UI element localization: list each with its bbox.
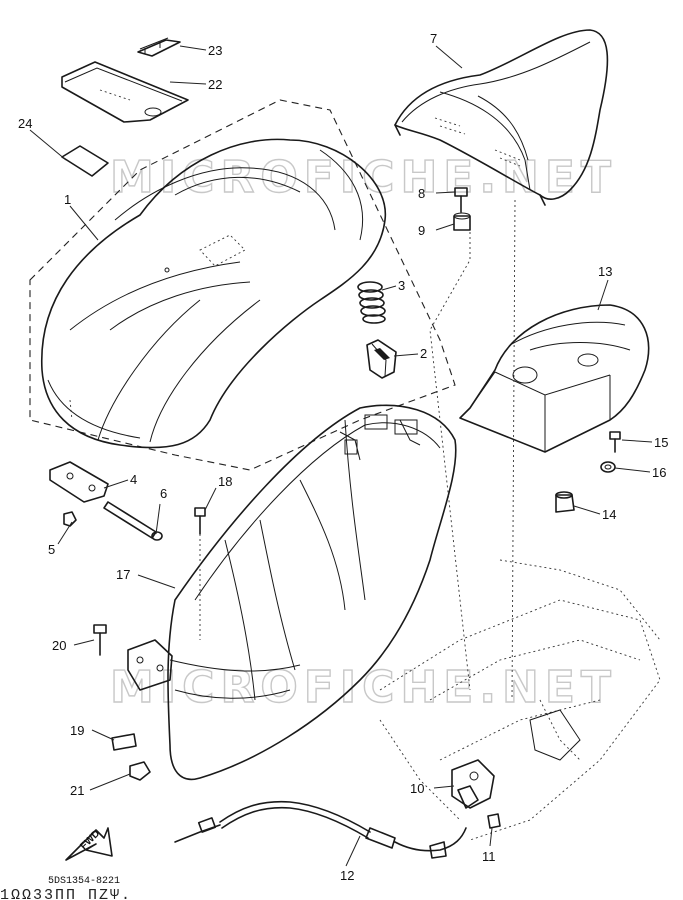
part-21-nut [129, 761, 151, 781]
part-12-cable [174, 800, 467, 859]
fwd-arrow-icon: FWD [65, 827, 113, 861]
part-9-collar [453, 212, 471, 231]
callout-7: 7 [430, 31, 437, 46]
part-2-damper [366, 339, 397, 379]
callout-10: 10 [410, 781, 424, 796]
part-16-washer [600, 461, 616, 473]
part-17-storage-box [167, 404, 457, 781]
callout-2: 2 [420, 346, 427, 361]
callout-9: 9 [418, 223, 425, 238]
part-1-seat [41, 138, 387, 449]
assembly-line-7 [511, 199, 516, 701]
part-14-damper [555, 491, 575, 513]
seat-assembly-boundary [29, 99, 456, 471]
part-4-hinge [49, 461, 109, 503]
callout-13: 13 [598, 264, 612, 279]
part-6-pin [103, 501, 163, 541]
part-13-bracket [459, 304, 650, 453]
part-24-label [61, 145, 109, 177]
callout-18: 18 [218, 474, 232, 489]
part-20-bolt [93, 624, 107, 656]
part-22-plate [61, 61, 189, 123]
part-11-bolt [487, 813, 501, 829]
callout-15: 15 [654, 435, 668, 450]
callout-20: 20 [52, 638, 66, 653]
callout-11: 11 [482, 849, 496, 864]
part-23-clip [137, 37, 181, 57]
part-18-bolt [194, 507, 206, 535]
callout-12: 12 [340, 868, 354, 883]
frame-outline [379, 559, 661, 841]
assembly-line-9 [429, 232, 471, 691]
callout-21: 21 [70, 783, 84, 798]
footer-scan-text: 1ΩΩ33ΠΠ ΠΖΨ. [0, 887, 132, 900]
callout-labels: 23 22 24 1 3 2 7 8 9 13 15 16 14 4 6 5 1… [18, 31, 668, 883]
callout-3: 3 [398, 278, 405, 293]
diagram-code: 5DS1354-8221 [48, 876, 120, 887]
callout-22: 22 [208, 77, 222, 92]
part-5-nut [63, 511, 77, 527]
callout-8: 8 [418, 186, 425, 201]
callout-17: 17 [116, 567, 130, 582]
callout-19: 19 [70, 723, 84, 738]
part-7-rear-seat [394, 29, 609, 206]
box-bracket [127, 639, 173, 691]
callout-14: 14 [602, 507, 616, 522]
part-19-clip [111, 733, 137, 751]
callout-1: 1 [64, 192, 71, 207]
watermark-bottom: MICROFICHE.NET [110, 662, 617, 713]
part-3-spring [357, 281, 386, 324]
callout-23: 23 [208, 43, 222, 58]
callout-24: 24 [18, 116, 32, 131]
callout-4: 4 [130, 472, 137, 487]
callout-5: 5 [48, 542, 55, 557]
callout-16: 16 [652, 465, 666, 480]
leader-lines [29, 45, 653, 867]
part-15-bolt [609, 431, 621, 453]
part-10-latch [451, 759, 495, 809]
callout-6: 6 [160, 486, 167, 501]
